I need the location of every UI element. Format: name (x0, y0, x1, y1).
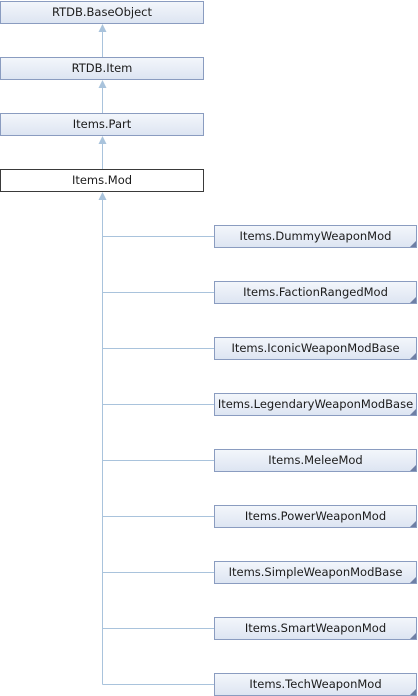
node-items-smartweaponmod[interactable]: Items.SmartWeaponMod (214, 617, 417, 640)
node-items-simpleweaponmodbase[interactable]: Items.SimpleWeaponModBase (214, 561, 417, 584)
node-label: Items.Mod (71, 173, 133, 187)
fold-corner-icon (410, 353, 416, 359)
node-items-mod: Items.Mod (0, 169, 204, 192)
node-label: RTDB.Item (71, 61, 133, 75)
inheritance-arrowhead (98, 136, 107, 144)
node-items-factionrangedmod[interactable]: Items.FactionRangedMod (214, 281, 417, 304)
inheritance-arrowhead (98, 192, 107, 200)
node-label: Items.LegendaryWeaponModBase (217, 397, 414, 411)
node-items-meleemod[interactable]: Items.MeleeMod (214, 449, 417, 472)
node-label: Items.DummyWeaponMod (239, 229, 392, 243)
node-items-techweaponmod[interactable]: Items.TechWeaponMod (214, 673, 417, 696)
node-label: RTDB.BaseObject (51, 5, 153, 19)
node-items-powerweaponmod[interactable]: Items.PowerWeaponMod (214, 505, 417, 528)
node-items-legendaryweaponmodbase[interactable]: Items.LegendaryWeaponModBase (214, 393, 417, 416)
node-items-iconicweaponmodbase[interactable]: Items.IconicWeaponModBase (214, 337, 417, 360)
fold-corner-icon (410, 521, 416, 527)
node-label: Items.SmartWeaponMod (244, 621, 387, 635)
fold-corner-icon (410, 241, 416, 247)
node-rtdb-baseobject[interactable]: RTDB.BaseObject (0, 1, 204, 24)
node-label: Items.Part (72, 117, 132, 131)
fold-corner-icon (410, 689, 416, 695)
node-label: Items.PowerWeaponMod (244, 509, 387, 523)
node-label: Items.MeleeMod (268, 453, 363, 467)
inheritance-arrowhead (98, 24, 107, 32)
node-rtdb-item[interactable]: RTDB.Item (0, 57, 204, 80)
node-label: Items.TechWeaponMod (249, 677, 382, 691)
inheritance-arrowhead (98, 80, 107, 88)
fold-corner-icon (410, 409, 416, 415)
fold-corner-icon (410, 297, 416, 303)
node-items-part[interactable]: Items.Part (0, 113, 204, 136)
node-label: Items.FactionRangedMod (243, 285, 388, 299)
fold-corner-icon (410, 633, 416, 639)
fold-corner-icon (410, 465, 416, 471)
node-label: Items.IconicWeaponModBase (231, 341, 400, 355)
node-label: Items.SimpleWeaponModBase (228, 565, 403, 579)
fold-corner-icon (410, 577, 416, 583)
node-items-dummyweaponmod[interactable]: Items.DummyWeaponMod (214, 225, 417, 248)
